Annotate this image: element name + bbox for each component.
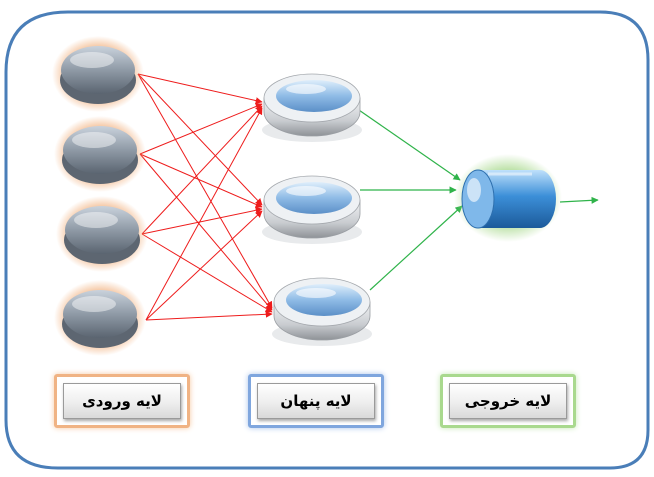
input-layer-label: لایه ورودی — [82, 392, 162, 410]
input-neuron — [56, 196, 148, 272]
edge-i2-h3 — [139, 153, 273, 311]
edge-i3-h2 — [141, 206, 263, 235]
edge-i4-h2 — [145, 210, 263, 321]
input-neuron — [54, 280, 146, 356]
edge-i1-h2 — [137, 73, 263, 206]
output-layer-label: لایه خروجی — [464, 392, 552, 410]
edge-output-arrow — [559, 196, 599, 204]
hidden-layer-label-panel: لایه پنهان — [257, 383, 375, 419]
edge-i3-h1 — [141, 105, 263, 235]
hidden-output-connections — [355, 107, 599, 291]
hidden-layer — [262, 73, 372, 346]
input-neuron — [54, 116, 146, 192]
edge-i1-h1 — [137, 73, 263, 105]
hidden-neuron — [272, 277, 372, 346]
input-neuron — [52, 36, 144, 112]
edge-i2-h2 — [139, 153, 263, 208]
edge-i1-h3 — [137, 73, 273, 309]
edge-i2-h1 — [139, 103, 263, 155]
hidden-neuron — [262, 73, 362, 142]
input-layer — [52, 36, 148, 356]
hidden-layer-label-box: لایه پنهان — [248, 374, 384, 428]
output-neuron — [454, 154, 562, 242]
input-layer-label-box: لایه ورودی — [54, 374, 190, 428]
hidden-neuron — [262, 175, 362, 244]
edge-i3-h3 — [141, 233, 273, 313]
edge-i4-h1 — [145, 107, 263, 321]
output-layer-label-panel: لایه خروجی — [449, 383, 567, 419]
edge-i4-h3 — [145, 310, 273, 321]
edge-h1-o — [355, 107, 461, 181]
edge-h3-o — [369, 205, 463, 291]
input-hidden-connections — [137, 73, 273, 321]
output-layer-label-box: لایه خروجی — [440, 374, 576, 428]
hidden-layer-label: لایه پنهان — [280, 392, 352, 410]
input-layer-label-panel: لایه ورودی — [63, 383, 181, 419]
